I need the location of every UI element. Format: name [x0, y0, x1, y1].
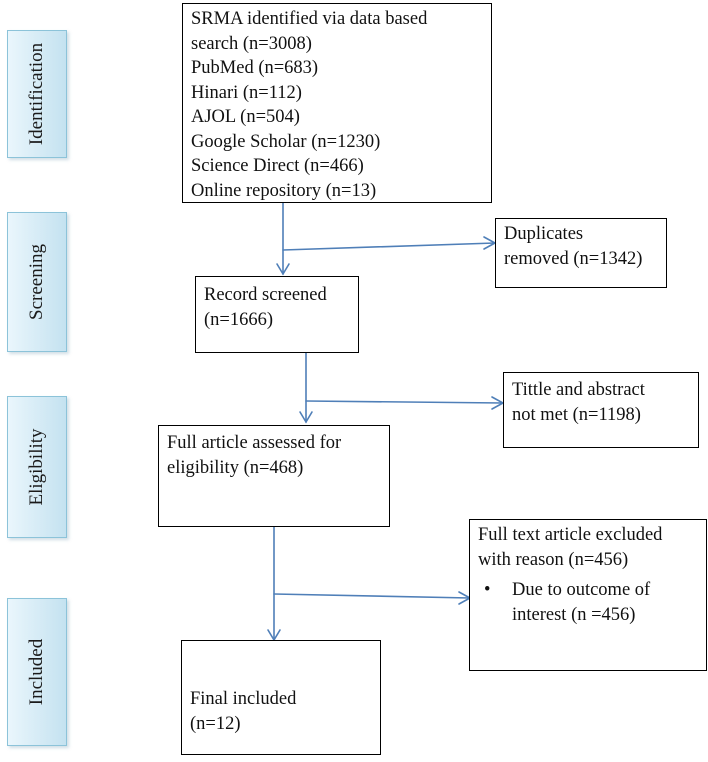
- excluded-line-2: with reason (n=456): [478, 549, 629, 570]
- title-abstract-box: Tittle and abstract not met (n=1198): [503, 372, 699, 448]
- full-article-line-1: Full article assessed for: [167, 433, 342, 453]
- title-abstract-line-1: Tittle and abstract: [512, 380, 645, 400]
- screened-line-1: Record screened: [204, 285, 327, 305]
- bullet-dot: •: [484, 580, 491, 600]
- phase-included-label: Included: [26, 638, 47, 706]
- connector-branch-title: [305, 400, 504, 404]
- phase-eligibility-label: Eligibility: [26, 428, 47, 506]
- arrowhead-title-abstract: [491, 396, 505, 410]
- excluded-reason-item: • Due to outcome of: [478, 578, 698, 603]
- phase-screening-label: Screening: [26, 244, 47, 320]
- excluded-articles-box: Full text article excluded with reason (…: [469, 519, 707, 671]
- identified-line-5: AJOL (n=504): [191, 107, 300, 127]
- identified-line-6: Google Scholar (n=1230): [191, 131, 381, 152]
- connector-branch-excluded: [273, 593, 471, 599]
- final-line-1: Final included: [190, 689, 297, 709]
- identified-line-1: SRMA identified via data based: [191, 9, 428, 29]
- connector-branch-duplicates: [282, 242, 496, 251]
- duplicates-line-1: Duplicates: [504, 224, 584, 244]
- title-abstract-line-2: not met (n=1198): [512, 404, 641, 425]
- duplicates-line-2: removed (n=1342): [504, 248, 643, 269]
- phase-identification-label: Identification: [26, 42, 47, 146]
- phase-included: Included: [7, 598, 67, 746]
- phase-identification: Identification: [7, 30, 67, 158]
- final-line-2: (n=12): [190, 713, 241, 734]
- records-screened-box: Record screened (n=1666): [195, 276, 359, 353]
- excluded-reason-item-cont: interest (n =456): [478, 603, 698, 628]
- screened-line-2: (n=1666): [204, 309, 274, 330]
- arrowhead-screened: [276, 263, 290, 276]
- phase-screening: Screening: [7, 212, 67, 352]
- duplicates-removed-box: Duplicates removed (n=1342): [495, 218, 667, 288]
- final-included-box: Final included (n=12): [181, 640, 381, 755]
- identified-line-7: Science Direct (n=466): [191, 156, 364, 176]
- full-article-line-2: eligibility (n=468): [167, 457, 304, 478]
- excluded-line-1: Full text article excluded: [478, 525, 663, 545]
- identified-line-8: Online repository (n=13): [191, 180, 377, 201]
- identified-line-3: PubMed (n=683): [191, 58, 319, 78]
- full-article-box: Full article assessed for eligibility (n…: [158, 425, 390, 527]
- identified-records-box: SRMA identified via data based search (n…: [182, 3, 492, 203]
- arrowhead-duplicates: [483, 236, 497, 250]
- arrowhead-final: [267, 629, 281, 642]
- identified-line-2: search (n=3008): [191, 33, 312, 54]
- excluded-reason-line-1: Due to outcome of: [512, 580, 651, 600]
- phase-eligibility: Eligibility: [7, 396, 67, 538]
- identified-line-4: Hinari (n=112): [191, 82, 302, 103]
- arrowhead-full-article: [299, 411, 313, 424]
- excluded-reason-line-2: interest (n =456): [512, 604, 636, 625]
